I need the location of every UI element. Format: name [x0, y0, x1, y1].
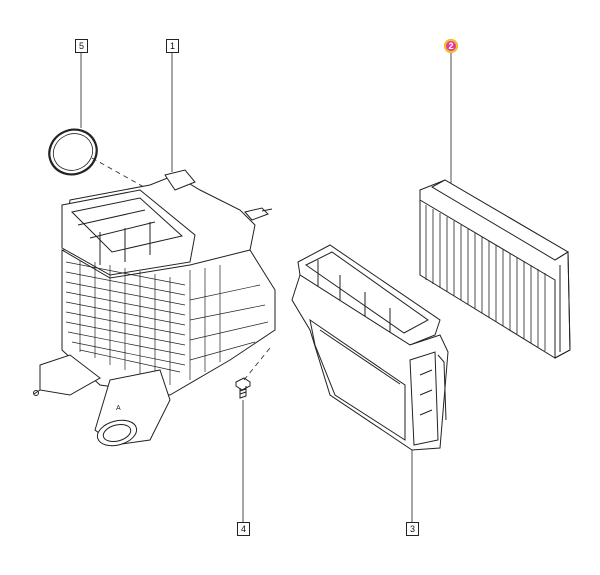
callout-4[interactable]: 4: [237, 522, 250, 536]
leader-lines: [80, 51, 452, 522]
filter-cover[interactable]: [291, 244, 449, 451]
air-filter-housing[interactable]: A: [33, 169, 276, 450]
svg-text:A: A: [116, 405, 121, 412]
bolt-axis-line: [243, 347, 271, 381]
callout-1[interactable]: 1: [166, 39, 179, 53]
callout-5[interactable]: 5: [75, 39, 88, 53]
callout-2-highlighted[interactable]: 2: [444, 39, 458, 53]
o-ring-seal[interactable]: [42, 122, 104, 182]
mounting-bolt[interactable]: [235, 377, 251, 399]
air-filter-element[interactable]: [419, 179, 571, 359]
callout-3[interactable]: 3: [406, 522, 419, 536]
